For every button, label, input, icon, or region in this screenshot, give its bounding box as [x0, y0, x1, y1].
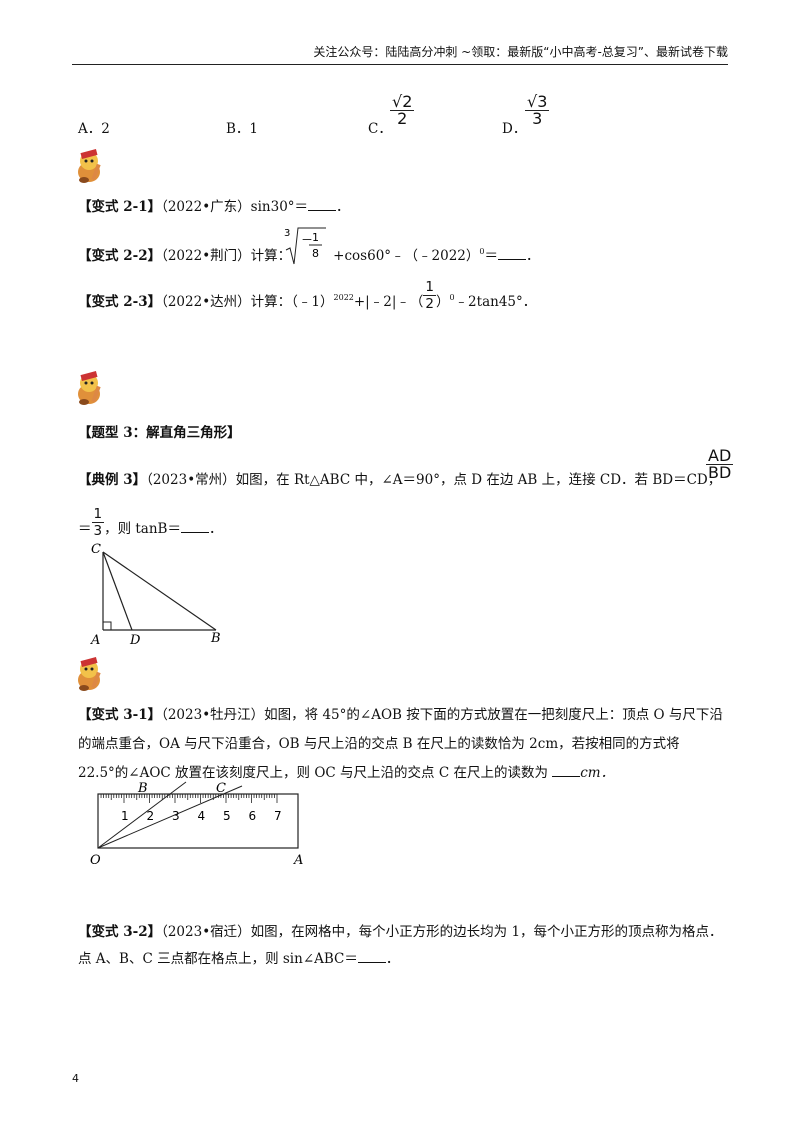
- option-a: A．2: [78, 121, 110, 137]
- variant-3-1-text1: （2023•牡丹江）如图，将 45°的∠AOB 按下面的方式放置在一把刻度尺上：…: [161, 707, 723, 723]
- variant-2-2: 【变式 2-2】（2022•荆门）计算： +cos60°﹣（﹣2022）0＝ ．: [78, 245, 539, 268]
- label-c: C: [216, 781, 226, 796]
- variant-2-2-end: ．: [525, 248, 540, 264]
- svg-text:－: －: [301, 233, 313, 247]
- option-b: B．1: [226, 121, 259, 137]
- variant-2-1-end: ．: [336, 199, 350, 215]
- example-3-frac2-num: 1: [91, 506, 105, 523]
- variant-2-2-text: （2022•荆门）计算：: [161, 248, 292, 264]
- variant-3-1-unit: cm．: [580, 765, 615, 781]
- variant-3-2-line2: 点 A、B、C 三点都在格点上，则 sin∠ABC＝ ．: [78, 948, 399, 969]
- variant-2-2-tag: 【变式 2-2】: [78, 248, 162, 264]
- variant-2-2-rest: +cos60°﹣（﹣2022）: [333, 248, 480, 264]
- ruler-tick-label: 7: [274, 809, 282, 823]
- ruler-tick-marks: [100, 794, 278, 803]
- variant-2-3-frac-num: 1: [423, 279, 436, 296]
- label-b: B: [210, 631, 221, 646]
- ruler-tick-label: 2: [147, 809, 155, 823]
- variant-2-1: 【变式 2-1】（2022•广东）sin30°＝ ．: [78, 196, 350, 217]
- ruler-tick-label: 4: [198, 809, 206, 823]
- variant-2-3-rest: ﹣2tan45°．: [454, 294, 537, 310]
- variant-3-2-text1: （2023•宿迁）如图，在网格中，每个小正方形的边长均为 1，每个小正方形的顶点…: [161, 924, 723, 940]
- variant-2-3-close: ）: [435, 294, 450, 310]
- ruler-tick-label: 1: [121, 809, 129, 823]
- answer-blank[interactable]: [357, 948, 386, 963]
- option-d-numerator: √3: [525, 92, 550, 111]
- variant-3-2-text2: 点 A、B、C 三点都在格点上，则 sin∠ABC＝: [78, 951, 358, 967]
- variant-3-2-end: ．: [385, 951, 400, 967]
- variant-2-3-mid: +|﹣2|﹣（: [353, 294, 424, 310]
- example-3-eq: ＝: [78, 521, 92, 537]
- variant-2-2-exp: 0: [479, 247, 485, 256]
- variant-2-3-text: （2022•达州）计算：（﹣1）: [161, 294, 334, 310]
- section-title-type-3: 【题型 3：解直角三角形】: [78, 425, 241, 441]
- svg-text:1: 1: [312, 231, 319, 244]
- ruler-figure: B C O A 1 2 3 4 5 6 7: [90, 781, 303, 868]
- label-b: B: [137, 781, 148, 796]
- ruler-tick-label: 5: [223, 809, 231, 823]
- option-c-label: C．: [368, 121, 392, 137]
- variant-2-3-exp2: 0: [449, 293, 455, 302]
- variant-3-1-line3: 22.5°的∠AOC 放置在该刻度尺上，则 OC 与尺上沿的交点 C 在尺上的读…: [78, 762, 614, 783]
- example-3-post: ，则 tanB＝: [104, 521, 181, 537]
- answer-blank[interactable]: [552, 762, 581, 777]
- variant-3-1-line1: 【变式 3-1】（2023•牡丹江）如图，将 45°的∠AOB 按下面的方式放置…: [78, 705, 723, 725]
- variant-2-3-exp1: 2022: [333, 293, 354, 302]
- answer-blank[interactable]: [308, 196, 337, 211]
- label-o: O: [90, 853, 101, 868]
- ruler-tick-label: 6: [249, 809, 257, 823]
- variant-2-2-eq: ＝: [484, 248, 498, 264]
- variant-2-1-tag: 【变式 2-1】: [78, 199, 162, 215]
- example-3-text: （2023•常州）如图，在 Rt△ABC 中，∠A＝90°，点 D 在边 AB …: [146, 472, 722, 488]
- example-3-tag: 【典例 3】: [78, 472, 147, 488]
- label-c: C: [91, 542, 101, 557]
- variant-3-2-tag: 【变式 3-2】: [78, 924, 162, 940]
- variant-3-1-line2: 的端点重合，OA 与尺下沿重合，OB 与尺上沿的交点 B 在尺上的读数恰为 2c…: [78, 736, 680, 752]
- variant-3-1-text3: 22.5°的∠AOC 放置在该刻度尺上，则 OC 与尺上沿的交点 C 在尺上的读…: [78, 765, 553, 781]
- example-3-end: ．: [208, 521, 223, 537]
- page-header: 关注公众号：陆陆高分冲刺 ~领取：最新版“小中高考-总复习”、最新试卷下载: [72, 42, 728, 65]
- cube-root-expression: 3 － 1 8: [284, 227, 326, 265]
- option-c-numerator: √2: [390, 92, 415, 111]
- label-d: D: [129, 633, 141, 648]
- ruler-tick-label: 3: [172, 809, 180, 823]
- page-number: 4: [72, 1072, 79, 1085]
- root-index: 3: [284, 228, 290, 239]
- option-d-denominator: 3: [532, 109, 543, 128]
- example-3-frac-num: AD: [706, 446, 734, 465]
- answer-blank[interactable]: [497, 245, 526, 260]
- example-3-frac2-den: 3: [93, 523, 103, 539]
- pencil-mascot-icon: [78, 149, 101, 183]
- example-3-line1: 【典例 3】（2023•常州）如图，在 Rt△ABC 中，∠A＝90°，点 D …: [78, 470, 721, 490]
- pencil-mascot-icon: [78, 657, 101, 691]
- answer-blank[interactable]: [180, 518, 209, 533]
- svg-text:8: 8: [312, 247, 319, 260]
- example-3-frac-den: BD: [707, 463, 732, 482]
- variant-2-3-tag: 【变式 2-3】: [78, 294, 162, 310]
- label-a: A: [90, 633, 100, 648]
- label-a: A: [293, 853, 303, 868]
- variant-3-1-tag: 【变式 3-1】: [78, 707, 162, 723]
- option-c-denominator: 2: [397, 109, 408, 128]
- pencil-mascot-icon: [78, 371, 101, 405]
- triangle-figure: C A D B: [90, 542, 221, 648]
- variant-3-2-line1: 【变式 3-2】（2023•宿迁）如图，在网格中，每个小正方形的边长均为 1，每…: [78, 922, 723, 942]
- option-d-label: D．: [502, 121, 527, 137]
- variant-2-1-text: （2022•广东）sin30°＝: [161, 199, 309, 215]
- variant-2-3-frac-den: 2: [425, 296, 434, 312]
